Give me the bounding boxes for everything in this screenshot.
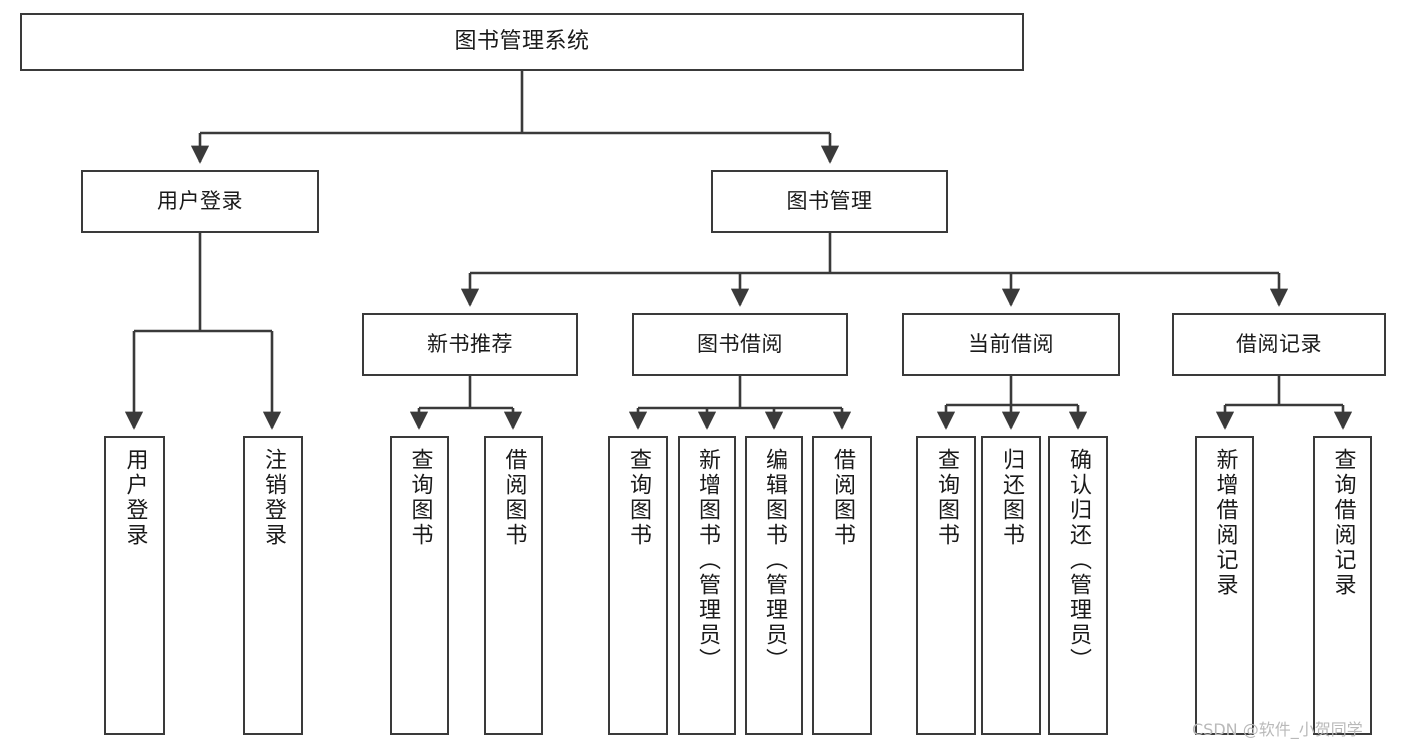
node-book-borrowing[interactable]: 图书借阅 (632, 313, 848, 376)
node-label: 图书借阅 (697, 332, 783, 357)
node-label: 注销登录 (260, 448, 286, 548)
leaf-current-confirm-return-admin[interactable]: 确认归还（管理员） (1048, 436, 1108, 735)
node-label: 查询借阅记录 (1330, 448, 1356, 598)
node-user-login[interactable]: 用户登录 (81, 170, 319, 233)
node-label: 当前借阅 (968, 332, 1054, 357)
node-label: 查询图书 (625, 448, 651, 548)
node-label: 用户登录 (122, 448, 148, 548)
node-label: 借阅记录 (1236, 332, 1322, 357)
leaf-records-add-record[interactable]: 新增借阅记录 (1195, 436, 1254, 735)
node-borrow-records[interactable]: 借阅记录 (1172, 313, 1386, 376)
csdn-watermark: CSDN @软件_小贺同学 (1192, 720, 1363, 739)
node-label: 归还图书 (998, 448, 1024, 548)
node-label: 用户登录 (157, 189, 243, 214)
node-label: 查询图书 (933, 448, 959, 548)
leaf-new-book-query[interactable]: 查询图书 (390, 436, 449, 735)
leaf-borrow-query-book[interactable]: 查询图书 (608, 436, 668, 735)
node-label: 新书推荐 (427, 332, 513, 357)
leaf-current-query-book[interactable]: 查询图书 (916, 436, 976, 735)
node-label: 编辑图书（管理员） (761, 448, 787, 673)
leaf-new-book-borrow[interactable]: 借阅图书 (484, 436, 543, 735)
node-label: 查询图书 (407, 448, 433, 548)
node-label: 借阅图书 (829, 448, 855, 548)
leaf-current-return-book[interactable]: 归还图书 (981, 436, 1041, 735)
node-label: 新增借阅记录 (1212, 448, 1238, 598)
node-label: 图书管理系统 (454, 29, 590, 55)
node-root-library-system[interactable]: 图书管理系统 (20, 13, 1024, 71)
leaf-borrow-borrow-book[interactable]: 借阅图书 (812, 436, 872, 735)
node-label: 新增图书（管理员） (694, 448, 720, 673)
leaf-user-login-signin[interactable]: 用户登录 (104, 436, 165, 735)
node-book-management[interactable]: 图书管理 (711, 170, 948, 233)
leaf-borrow-edit-book-admin[interactable]: 编辑图书（管理员） (745, 436, 803, 735)
leaf-borrow-add-book-admin[interactable]: 新增图书（管理员） (678, 436, 736, 735)
node-new-book-recommendation[interactable]: 新书推荐 (362, 313, 578, 376)
leaf-user-login-signout[interactable]: 注销登录 (243, 436, 303, 735)
node-label: 确认归还（管理员） (1065, 448, 1091, 673)
node-label: 借阅图书 (501, 448, 527, 548)
node-current-borrowing[interactable]: 当前借阅 (902, 313, 1120, 376)
node-label: 图书管理 (786, 189, 873, 214)
leaf-records-query-record[interactable]: 查询借阅记录 (1313, 436, 1372, 735)
